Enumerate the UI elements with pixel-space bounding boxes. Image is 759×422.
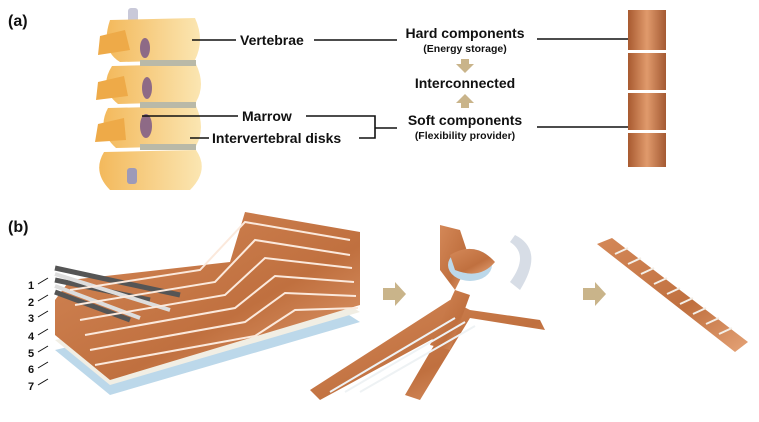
panel-b-label: (b) [8,219,28,236]
soft-bracket [306,115,397,139]
interconnected-label: Interconnected [415,75,515,91]
vertebrae-label: Vertebrae [240,32,304,48]
soft-components-label: Soft components [408,112,523,128]
hard-components-label: Hard components [405,25,524,41]
flexibility-provider-label: (Flexibility provider) [415,130,515,142]
folded-stack [310,225,545,400]
layer-number: 3 [28,313,34,325]
layer-number: 7 [28,381,34,393]
energy-storage-label: (Energy storage) [423,43,506,55]
layer-number: 2 [28,297,34,309]
layer-number: 6 [28,364,34,376]
layer-number: 5 [28,348,34,360]
arrow-right-icon [583,282,606,306]
layer-number: 1 [28,280,34,292]
arrow-up-icon [456,94,474,108]
arrow-right-icon [383,282,406,306]
arrow-down-icon [456,59,474,73]
spine-illustration [95,8,202,190]
marrow-label: Marrow [242,108,292,124]
copper-column [628,10,666,167]
intervertebral-disks-label: Intervertebral disks [212,130,341,146]
layer-number: 4 [28,331,35,343]
layer-numbers: 1 2 3 4 5 6 7 [28,277,49,393]
layered-stack [54,212,360,395]
panel-a-label: (a) [8,13,28,30]
assembled-strip [597,238,748,352]
